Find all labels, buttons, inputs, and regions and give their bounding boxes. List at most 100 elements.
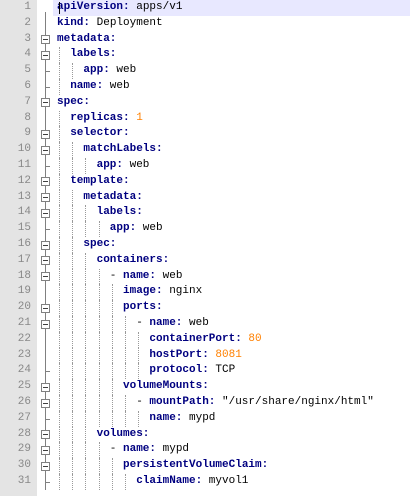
indent-guide — [72, 331, 74, 348]
yaml-key: name: — [123, 443, 157, 456]
code-line[interactable]: kind: Deployment — [57, 16, 163, 32]
yaml-value: 80 — [241, 332, 262, 345]
indent-guide — [111, 379, 113, 395]
indent-guide — [85, 458, 87, 474]
code-line[interactable]: app: web — [110, 221, 163, 237]
fold-toggle-icon[interactable] — [41, 272, 50, 282]
code-line[interactable]: selector: — [70, 126, 129, 142]
indent-guide — [111, 458, 113, 474]
indent-guide — [72, 395, 74, 411]
yaml-key: image: — [123, 285, 163, 298]
indent-guide — [125, 363, 126, 380]
code-line[interactable]: metadata: — [57, 32, 116, 48]
yaml-key: name: — [70, 80, 104, 92]
line-number: 3 — [24, 32, 31, 45]
indent-guide — [85, 474, 87, 490]
code-line[interactable]: - mountPath: "/usr/share/nginx/html" — [136, 395, 374, 411]
fold-toggle-icon[interactable] — [41, 98, 50, 108]
indent-guide — [98, 474, 100, 490]
fold-toggle-icon[interactable] — [41, 382, 50, 392]
fold-toggle-icon[interactable] — [41, 35, 50, 45]
fold-toggle-icon[interactable] — [41, 256, 50, 266]
yaml-key: metadata: — [57, 32, 117, 45]
code-line[interactable]: image: nginx — [123, 284, 202, 300]
code-line[interactable]: matchLabels: — [83, 142, 162, 158]
indent-guide — [59, 300, 60, 316]
line-number: 23 — [17, 348, 31, 361]
indent-guide — [85, 426, 87, 443]
code-line[interactable]: protocol: TCP — [149, 363, 235, 379]
indent-guide — [85, 300, 87, 316]
yaml-key: labels: — [96, 206, 143, 219]
line-number: 10 — [17, 143, 31, 156]
code-line[interactable]: labels: — [70, 47, 116, 63]
yaml-key: claimName: — [136, 475, 203, 487]
fold-toggle-icon[interactable] — [41, 319, 50, 329]
fold-toggle-icon[interactable] — [41, 208, 50, 218]
indent-guide — [59, 458, 60, 474]
indent-guide — [85, 331, 87, 348]
fold-toggle-icon[interactable] — [41, 50, 50, 60]
indent-guide — [125, 395, 126, 411]
fold-toggle-icon[interactable] — [41, 303, 50, 313]
code-line[interactable]: containerPort: 80 — [149, 332, 261, 348]
indent-guide — [72, 189, 74, 206]
indent-guide — [138, 347, 140, 364]
code-line[interactable]: persistentVolumeClaim: — [123, 458, 268, 474]
indent-guide — [125, 347, 126, 364]
yaml-value: TCP — [208, 364, 236, 377]
code-line[interactable]: - name: web — [110, 269, 183, 285]
indent-guide — [72, 300, 74, 316]
fold-toggle-icon[interactable] — [41, 398, 50, 408]
code-line[interactable]: name: mypd — [149, 411, 215, 427]
code-line[interactable]: - name: web — [136, 316, 209, 332]
code-line[interactable]: volumeMounts: — [123, 379, 209, 395]
line-number: 24 — [17, 364, 31, 377]
indent-guide — [59, 410, 60, 427]
code-line[interactable]: spec: — [83, 237, 116, 253]
line-number: 7 — [24, 95, 31, 108]
indent-guide — [59, 252, 60, 269]
yaml-key: replicas: — [70, 111, 130, 124]
code-line[interactable]: containers: — [97, 253, 170, 269]
code-line[interactable]: - name: mypd — [110, 442, 189, 458]
code-line[interactable]: apiVersion: apps/v1 — [57, 0, 182, 16]
yaml-key: persistentVolumeClaim: — [123, 459, 269, 472]
code-line[interactable]: spec: — [57, 95, 90, 111]
code-line[interactable]: app: web — [97, 158, 150, 174]
code-line[interactable]: replicas: 1 — [70, 111, 143, 127]
code-line[interactable]: name: web — [70, 79, 129, 95]
indent-guide — [72, 379, 74, 395]
yaml-key: kind: — [57, 16, 91, 29]
fold-toggle-icon[interactable] — [41, 145, 50, 155]
yaml-value: web — [136, 222, 163, 235]
fold-end-marker — [45, 86, 50, 88]
fold-toggle-icon[interactable] — [41, 129, 50, 139]
indent-guide — [111, 363, 113, 380]
code-line[interactable]: ports: — [123, 300, 163, 316]
fold-toggle-icon[interactable] — [41, 193, 50, 203]
fold-toggle-icon[interactable] — [41, 240, 50, 250]
yaml-key: metadata: — [83, 190, 143, 203]
fold-end-marker — [45, 481, 50, 483]
fold-toggle-icon[interactable] — [41, 445, 50, 455]
line-number: 5 — [24, 64, 31, 77]
fold-toggle-icon[interactable] — [41, 461, 50, 471]
code-line[interactable]: volumes: — [97, 427, 150, 443]
code-line[interactable]: hostPort: 8081 — [149, 348, 241, 364]
line-number: 30 — [17, 459, 31, 472]
code-line[interactable]: template: — [70, 174, 129, 190]
code-line[interactable]: labels: — [97, 205, 143, 221]
fold-toggle-icon[interactable] — [41, 177, 50, 187]
indent-guide — [85, 284, 87, 301]
fold-toggle-icon[interactable] — [41, 430, 50, 440]
yaml-value: web — [109, 64, 137, 77]
code-line[interactable]: metadata: — [83, 190, 142, 206]
code-line[interactable]: claimName: myvol1 — [136, 474, 248, 490]
fold-end-marker — [45, 418, 50, 420]
code-line[interactable]: app: web — [83, 63, 136, 79]
indent-guide — [111, 331, 113, 348]
indent-guide — [85, 442, 87, 459]
